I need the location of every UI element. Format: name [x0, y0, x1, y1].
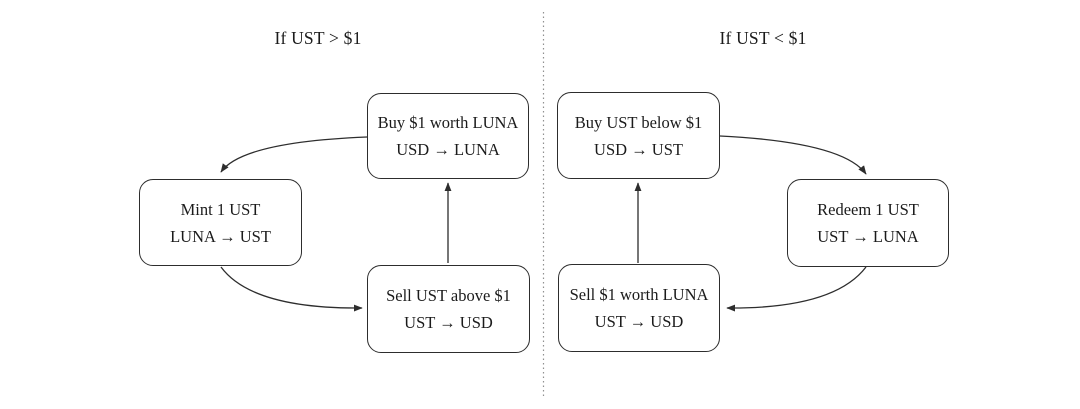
node-mint-ust: Mint 1 UST LUNA → UST: [139, 179, 302, 266]
node-redeem-ust-action: Redeem 1 UST: [817, 200, 919, 219]
node-sell-ust-action: Sell UST above $1: [386, 286, 511, 305]
node-sell-ust: Sell UST above $1 UST → USD: [367, 265, 530, 353]
arrow-buy-luna-to-mint-ust: [220, 136, 368, 173]
node-buy-ust-conversion: USD → UST: [594, 139, 683, 159]
right-panel-title: If UST < $1: [719, 28, 807, 48]
node-buy-ust: Buy UST below $1 USD → UST: [557, 92, 720, 179]
arrow-mint-ust-to-sell-ust: [220, 266, 363, 312]
node-buy-luna-action: Buy $1 worth LUNA: [377, 113, 519, 132]
node-sell-luna: Sell $1 worth LUNA UST → USD: [558, 264, 720, 352]
arrow-buy-ust-to-redeem-ust: [719, 135, 867, 175]
node-mint-ust-action: Mint 1 UST: [180, 199, 261, 219]
node-sell-luna-action: Sell $1 worth LUNA: [569, 285, 709, 304]
left-panel-title: If UST > $1: [274, 28, 362, 48]
node-buy-ust-action: Buy UST below $1: [574, 112, 703, 132]
node-redeem-ust: Redeem 1 UST UST → LUNA: [787, 179, 949, 267]
node-sell-luna-conversion: UST → USD: [594, 312, 684, 331]
node-redeem-ust-conversion: UST → LUNA: [817, 227, 919, 246]
node-buy-luna-conversion: USD → LUNA: [396, 140, 500, 159]
node-buy-luna: Buy $1 worth LUNA USD → LUNA: [367, 93, 529, 179]
node-sell-ust-conversion: UST → USD: [404, 313, 493, 332]
node-mint-ust-conversion: LUNA → UST: [170, 226, 271, 246]
arrow-redeem-ust-to-sell-luna: [726, 266, 867, 312]
